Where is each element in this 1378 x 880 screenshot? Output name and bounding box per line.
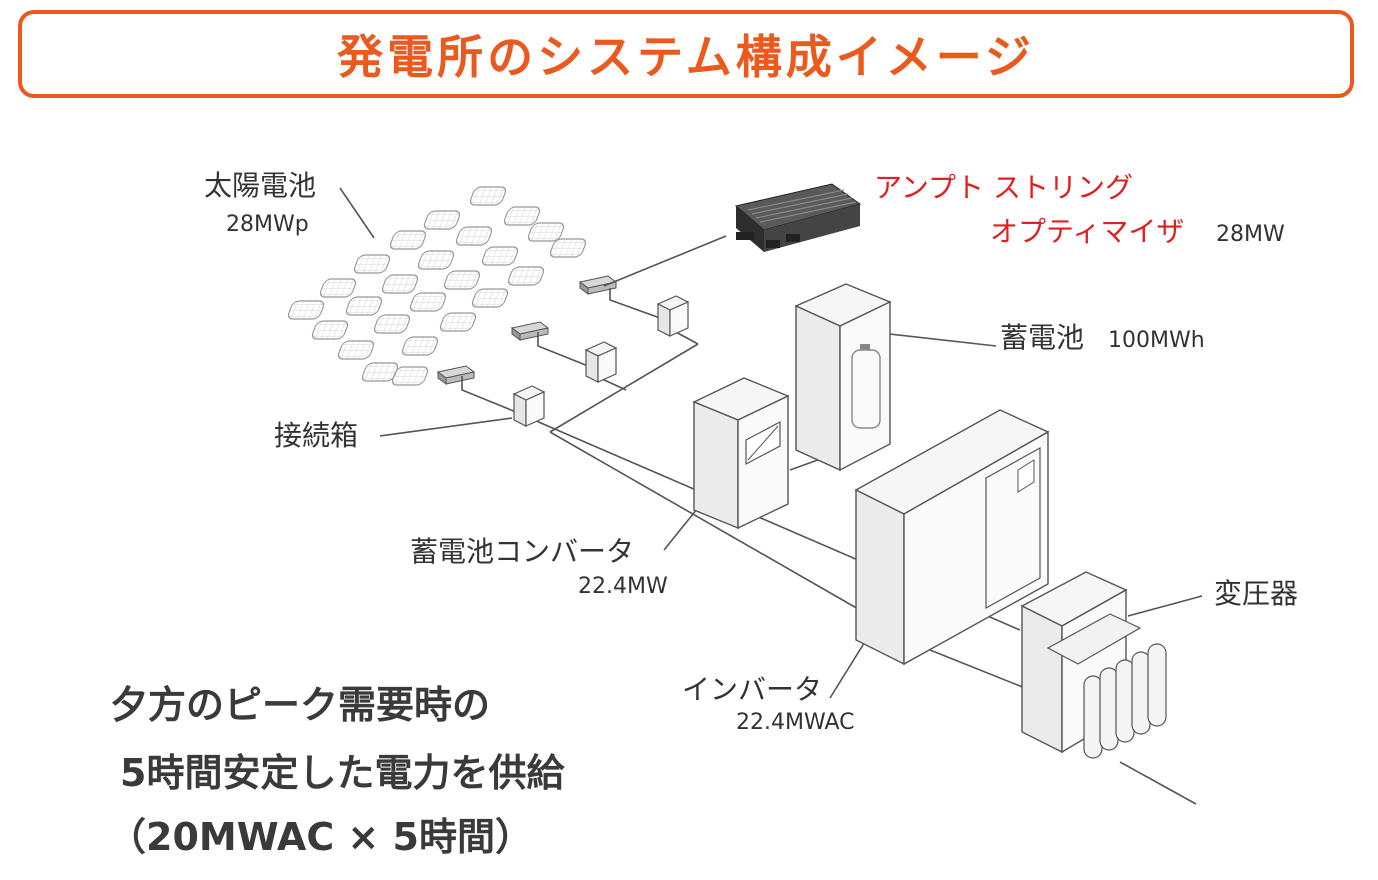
junction-box-2 (585, 341, 617, 383)
solar-array (286, 186, 588, 386)
optimizer-label-line2: オプティマイザ (990, 215, 1185, 248)
battery-converter-cabinet (692, 377, 790, 530)
transformer-label: 変圧器 (1214, 577, 1299, 610)
summary-line2: 5時間安定した電力を供給 (120, 751, 565, 795)
junction-box-label: 接続箱 (274, 419, 359, 452)
transformer (1020, 571, 1167, 759)
optimizer-label-line1: アンプト ストリング (874, 171, 1133, 204)
battery-capacity: 100MWh (1108, 328, 1205, 353)
inverter-label: インバータ (682, 673, 823, 706)
battery-converter-label: 蓄電池コンバータ (410, 535, 635, 568)
optimizer-capacity: 28MW (1216, 222, 1285, 247)
junction-box-1 (657, 295, 689, 337)
optimizer-unit (437, 365, 475, 385)
inverter-capacity: 22.4MWAC (736, 710, 855, 735)
junction-box-3 (513, 385, 545, 427)
page-title: 発電所のシステム構成イメージ (337, 30, 1035, 84)
summary-line3: （20MWAC × 5時間） (108, 815, 533, 859)
summary-line1: 夕方のピーク需要時の (110, 683, 491, 727)
title-box: 発電所のシステム構成イメージ (18, 10, 1354, 98)
battery-label: 蓄電池 (1000, 321, 1085, 354)
optimizer-device (734, 183, 862, 252)
battery-cabinet (794, 283, 892, 472)
solar-label: 太陽電池 (204, 169, 317, 202)
wiring (339, 187, 1203, 805)
battery-converter-capacity: 22.4MW (578, 574, 668, 599)
inverter-cabinet (854, 409, 1050, 666)
solar-capacity: 28MWp (226, 212, 309, 237)
optimizer-unit (511, 321, 549, 341)
